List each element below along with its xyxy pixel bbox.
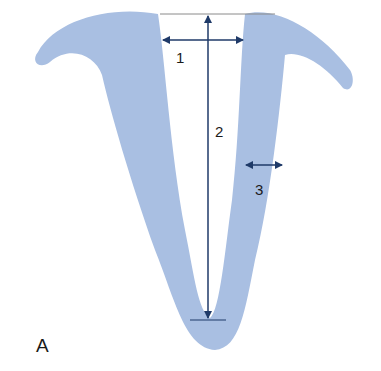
bottom-tick: [190, 319, 226, 320]
width-arrow: [163, 39, 243, 41]
callout-number: 1: [176, 50, 184, 65]
thickness-arrow: [246, 164, 282, 166]
depth-arrow: [207, 16, 209, 318]
panel-letter: A: [36, 336, 49, 355]
top-reference-line: [160, 14, 275, 15]
callout-number: 2: [215, 124, 223, 139]
u-shaped-wall: [35, 11, 353, 350]
callout-number: 3: [255, 182, 263, 197]
